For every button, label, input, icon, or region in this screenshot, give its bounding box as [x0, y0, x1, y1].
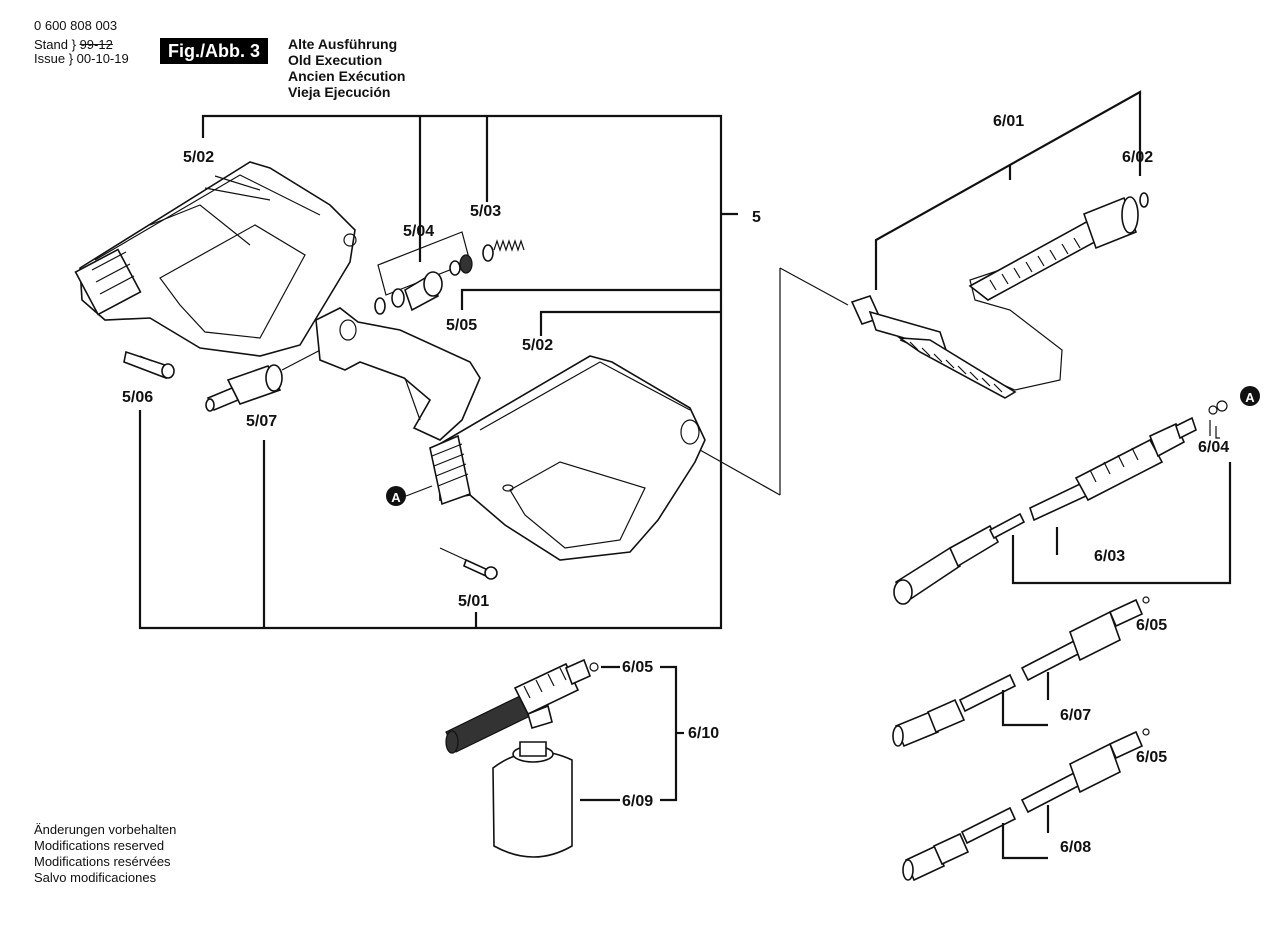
- svg-text:A: A: [1245, 390, 1255, 405]
- note-fr: Modifications resérvées: [34, 854, 171, 869]
- leader-gun-hose: [779, 267, 849, 495]
- pin-5-06: [123, 350, 175, 380]
- label-5-06: 5/06: [122, 389, 153, 406]
- label-6-05-c: 6/05: [622, 659, 653, 676]
- brace: }: [68, 51, 74, 66]
- screw-5-01: [439, 547, 498, 580]
- note-de: Änderungen vorbehalten: [34, 822, 177, 837]
- brace: }: [71, 37, 76, 52]
- document-number: 0 600 808 003: [34, 18, 118, 33]
- old-gun-body: [74, 161, 357, 357]
- notes: Änderungen vorbehalten Modifications res…: [34, 822, 176, 886]
- valve-parts-5-04: [374, 231, 494, 315]
- hose-6-01: [850, 90, 1149, 399]
- trigger-5-05: [315, 307, 481, 441]
- label-6-08: 6/08: [1060, 839, 1091, 856]
- label-5-05: 5/05: [446, 317, 477, 334]
- label-6-01: 6/01: [993, 113, 1024, 130]
- execution-titles: Alte Ausführung Old Execution Ancien Exé…: [288, 36, 405, 100]
- title-de: Alte Ausführung: [288, 36, 398, 52]
- lance-6-07: [892, 596, 1150, 748]
- new-gun-body: [429, 355, 781, 561]
- label-6-05-b: 6/05: [1136, 749, 1167, 766]
- marker-a-left: A: [386, 485, 433, 506]
- title-es: Vieja Ejecución: [288, 84, 391, 100]
- label-6-02: 6/02: [1122, 149, 1153, 166]
- label-6-03: 6/03: [1094, 548, 1125, 565]
- stand-row: Stand } 99-12: [34, 37, 113, 52]
- marker-a-right: A: [1240, 386, 1260, 406]
- title-en: Old Execution: [288, 52, 383, 68]
- label-5-02-old: 5/02: [183, 149, 214, 166]
- label-5-02-new: 5/02: [522, 337, 553, 354]
- label-5-04: 5/04: [403, 223, 434, 240]
- label-6-07: 6/07: [1060, 707, 1091, 724]
- label-5-07: 5/07: [246, 413, 277, 430]
- issue-row: Issue } 00-10-19: [34, 51, 129, 66]
- label-5: 5: [752, 209, 761, 226]
- lance-6-08: [902, 728, 1150, 882]
- figure-badge: Fig./Abb. 3: [160, 38, 268, 64]
- label-6-10: 6/10: [688, 725, 719, 742]
- stand-label: Stand: [34, 37, 68, 52]
- lance-6-03: [893, 400, 1232, 605]
- label-6-09: 6/09: [622, 793, 653, 810]
- spring-5-03: [493, 239, 525, 252]
- issue-date: 00-10-19: [76, 51, 129, 66]
- issue-label: Issue: [34, 51, 66, 66]
- note-es: Salvo modificaciones: [34, 870, 157, 885]
- label-5-03: 5/03: [470, 203, 501, 220]
- group-5-bracket: [138, 114, 738, 630]
- note-en: Modifications reserved: [34, 838, 165, 853]
- sleeve-5-07: [205, 344, 331, 412]
- title-fr: Ancien Exécution: [288, 68, 406, 84]
- label-5-01: 5/01: [458, 593, 489, 610]
- label-6-04: 6/04: [1198, 439, 1229, 456]
- label-6-05-a: 6/05: [1136, 617, 1167, 634]
- foam-nozzle-6-10: [445, 658, 684, 858]
- stand-old-date: 99-12: [79, 37, 113, 52]
- svg-text:A: A: [391, 490, 401, 505]
